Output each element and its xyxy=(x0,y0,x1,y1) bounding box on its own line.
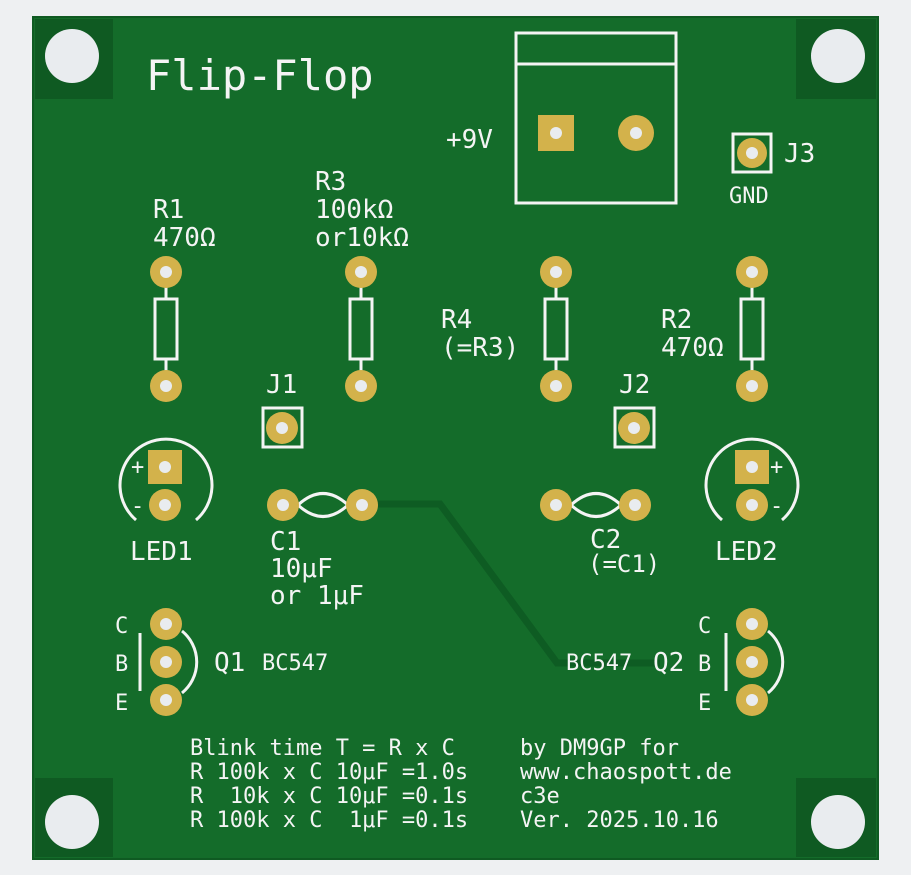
plus-9v-label: +9V xyxy=(446,125,493,155)
notes-line-1: Blink time T = R x C xyxy=(190,736,455,761)
credits-line-3: c3e xyxy=(520,784,560,809)
notes-line-3: R 10k x C 10μF =0.1s xyxy=(190,784,468,809)
board-outline xyxy=(32,16,879,860)
led1-plus: + xyxy=(131,455,144,480)
credits: by DM9GP for www.chaospott.de c3e Ver. 2… xyxy=(520,736,732,833)
j3-label: J3 xyxy=(784,139,815,169)
notes-line-4: R 100k x C 1μF =0.1s xyxy=(190,808,468,833)
resistor-r1 xyxy=(150,256,182,402)
mounting-hole-bl xyxy=(45,795,99,849)
led2-plus: + xyxy=(770,455,783,480)
q1-pin-c: C xyxy=(115,614,128,639)
j1-pad-hole xyxy=(276,422,288,434)
c1-value-line2: or 1μF xyxy=(270,581,364,611)
credits-line-2: www.chaospott.de xyxy=(520,760,732,785)
c1-value-line1: 10μF xyxy=(270,554,333,584)
board-title: Flip-Flop xyxy=(146,51,374,100)
led2-minus: - xyxy=(770,494,783,519)
r3-ref: R3 xyxy=(315,167,346,197)
q2-pin-e: E xyxy=(698,691,711,716)
led2 xyxy=(704,437,800,522)
q1-ref: Q1 xyxy=(214,648,245,678)
q1-pin-e: E xyxy=(115,691,128,716)
resistor-r4 xyxy=(540,256,572,402)
led2-label: LED2 xyxy=(715,537,778,567)
q2-pin-b: B xyxy=(698,652,711,677)
r1-ref: R1 xyxy=(153,195,184,225)
mounting-hole-tr xyxy=(811,29,865,83)
j2-label: J2 xyxy=(619,370,650,400)
mounting-hole-tl xyxy=(45,29,99,83)
capacitor-c2 xyxy=(540,489,651,521)
q2-type: BC547 xyxy=(566,651,632,676)
blink-time-notes: Blink time T = R x C R 100k x C 10μF =1.… xyxy=(190,736,468,833)
gnd-label: GND xyxy=(729,184,769,209)
resistor-r3 xyxy=(345,256,377,402)
j3-pad-hole xyxy=(746,147,758,159)
notes-line-2: R 100k x C 10μF =1.0s xyxy=(190,760,468,785)
credits-line-4: Ver. 2025.10.16 xyxy=(520,808,719,833)
transistor-q2 xyxy=(724,608,785,716)
r2-ref: R2 xyxy=(661,305,692,335)
r3-value-line2: or10kΩ xyxy=(315,223,409,253)
power-pad-1-hole xyxy=(550,127,562,139)
power-connector xyxy=(514,31,678,205)
power-pad-2-hole xyxy=(630,127,642,139)
r2-value: 470Ω xyxy=(661,333,724,363)
q2-pin-c: C xyxy=(698,614,711,639)
transistor-q1 xyxy=(138,608,199,716)
r4-ref: R4 xyxy=(441,305,472,335)
j2-pad-hole xyxy=(628,422,640,434)
resistor-r2 xyxy=(736,256,768,402)
mounting-hole-br xyxy=(811,795,865,849)
r1-value: 470Ω xyxy=(153,223,216,253)
credits-line-1: by DM9GP for xyxy=(520,736,679,761)
copper-trace xyxy=(362,500,660,667)
led1 xyxy=(118,437,214,522)
j2-outline xyxy=(613,406,656,449)
c2-ref: C2 xyxy=(590,525,621,555)
capacitor-c1 xyxy=(267,489,378,521)
led1-minus: - xyxy=(131,494,144,519)
r3-value-line1: 100kΩ xyxy=(315,195,393,225)
q1-pin-b: B xyxy=(115,652,128,677)
j3-outline xyxy=(731,132,773,174)
led1-label: LED1 xyxy=(130,537,193,567)
c2-value: (=C1) xyxy=(588,550,660,578)
q2-ref: Q2 xyxy=(653,648,684,678)
j1-outline xyxy=(261,406,304,449)
r4-value: (=R3) xyxy=(441,333,519,363)
j1-label: J1 xyxy=(266,370,297,400)
q1-type: BC547 xyxy=(262,651,328,676)
c1-ref: C1 xyxy=(270,527,301,557)
